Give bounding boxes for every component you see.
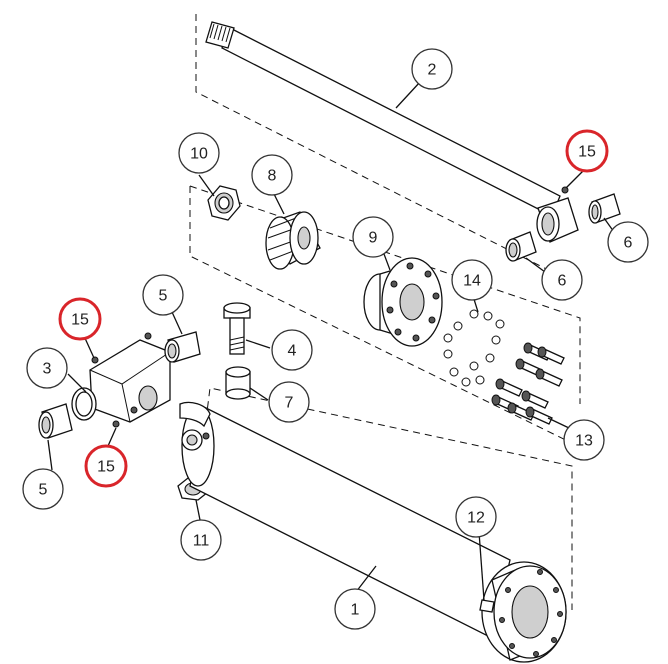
callout-2: 2 <box>411 48 453 90</box>
part-bushing-5-lower <box>38 403 73 439</box>
callout-15-lower-left: 15 <box>84 444 128 488</box>
callout-6-lower: 6 <box>541 259 583 301</box>
part-bolts <box>491 342 565 425</box>
part-bushing-3-ring <box>71 387 97 421</box>
part-bushing-5-upper <box>164 331 201 363</box>
callout-label-13: 13 <box>575 433 593 450</box>
callout-1: 1 <box>334 588 376 630</box>
callout-label-5-lower: 5 <box>39 482 48 499</box>
part-rod <box>205 21 579 243</box>
part-nut-10 <box>207 185 241 221</box>
callout-5-upper: 5 <box>142 274 184 316</box>
part-bushing-7 <box>225 366 251 400</box>
callout-9: 9 <box>352 216 394 258</box>
part-barrel <box>179 401 567 663</box>
callout-label-5-upper: 5 <box>159 288 168 305</box>
callout-10: 10 <box>178 132 220 174</box>
part-clevis-block <box>89 332 171 428</box>
callout-15-left: 15 <box>58 297 102 341</box>
part-bushing-lower <box>505 231 537 262</box>
callout-label-15-left: 15 <box>71 312 89 329</box>
callout-label-14: 14 <box>463 273 481 290</box>
part-bushing-upper <box>588 193 621 224</box>
callout-label-15-upper-right: 15 <box>578 144 596 161</box>
callout-4: 4 <box>271 329 313 371</box>
callout-8: 8 <box>251 154 293 196</box>
callout-13: 13 <box>563 419 605 461</box>
callout-11: 11 <box>180 519 222 561</box>
part-piston <box>265 211 321 270</box>
callout-label-15-lower-left: 15 <box>97 459 115 476</box>
callout-label-1: 1 <box>351 602 360 619</box>
part-gland <box>363 257 443 347</box>
callout-3: 3 <box>26 347 68 389</box>
callout-label-4: 4 <box>288 343 297 360</box>
callout-14: 14 <box>451 259 493 301</box>
callout-label-7: 7 <box>285 395 294 412</box>
part-pin <box>223 302 251 355</box>
callout-label-8: 8 <box>268 168 277 185</box>
callout-12: 12 <box>455 496 497 538</box>
callout-15-upper-right: 15 <box>565 129 609 173</box>
leader-lines <box>47 81 615 601</box>
part-washers <box>443 309 505 387</box>
assembly-guide-lines <box>189 14 581 610</box>
callout-label-6-lower: 6 <box>558 273 567 290</box>
callout-label-3: 3 <box>43 361 52 378</box>
callout-6-upper: 6 <box>607 221 649 263</box>
callout-label-2: 2 <box>428 62 437 79</box>
callout-5-lower: 5 <box>22 468 64 510</box>
callout-label-12: 12 <box>467 510 485 527</box>
callout-label-9: 9 <box>369 230 378 247</box>
callout-label-11: 11 <box>193 533 210 550</box>
callout-label-6-upper: 6 <box>624 235 633 252</box>
callout-7: 7 <box>268 381 310 423</box>
callout-label-10: 10 <box>190 146 208 163</box>
